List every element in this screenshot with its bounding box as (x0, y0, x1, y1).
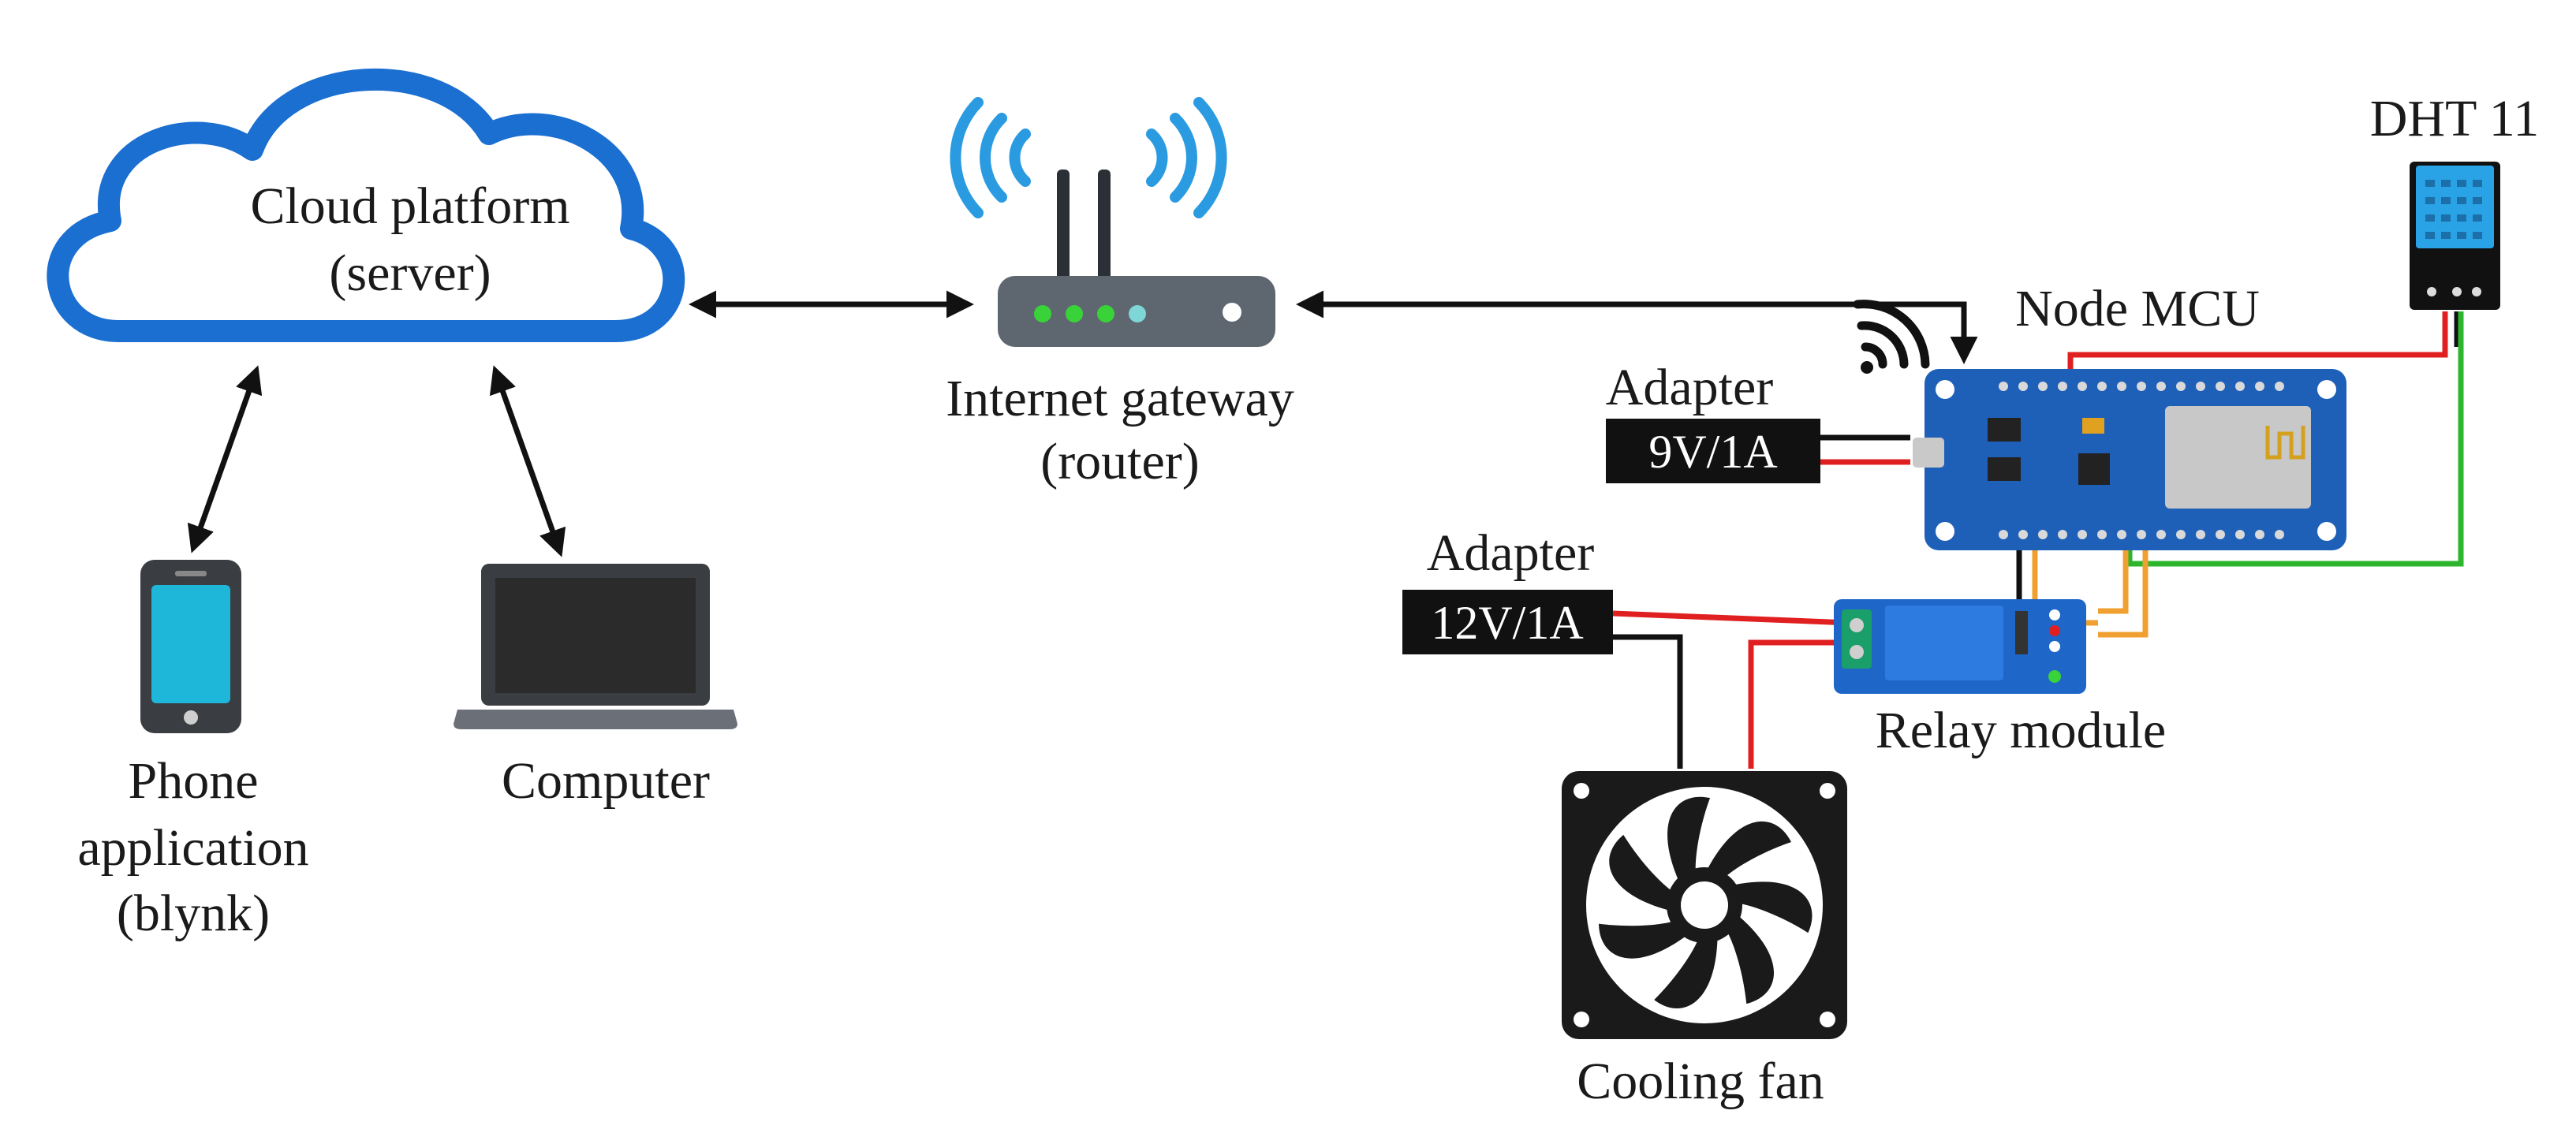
nodemcu-node: Node MCU (1913, 280, 2346, 550)
adapter12-badge (1402, 590, 1613, 654)
router-led (1129, 305, 1146, 322)
router-led (1097, 305, 1114, 322)
phone-screen (151, 585, 230, 703)
router-node: Internet gateway (router) (946, 97, 1294, 490)
cloud-phone-link (187, 365, 263, 553)
mcu-relay-signal-wire (2098, 544, 2149, 638)
relay-module-icon (1834, 599, 2086, 694)
cloud-label-line1: Cloud platform (250, 177, 569, 235)
adapter12-ground-wire (1613, 634, 1683, 769)
adapter12-positive-wire (1612, 610, 1850, 626)
relay-fan-positive-wire (1748, 639, 1850, 769)
adapter-12v-node: Adapter 12V/1A (1402, 524, 1613, 654)
phone-home-button (184, 710, 198, 725)
phone-speaker (175, 571, 207, 576)
dht11-label: DHT 11 (2370, 90, 2540, 147)
relay-label: Relay module (1876, 702, 2166, 759)
router-mcu-link (1296, 290, 1978, 364)
cloud-computer-link (489, 365, 566, 557)
wifi-waves-icon (950, 97, 1227, 218)
dht11-node: DHT 11 (2370, 90, 2540, 310)
adapter12-title: Adapter (1427, 524, 1595, 582)
nodemcu-board-icon (1913, 369, 2346, 550)
adapter-9v-node: Adapter 9V/1A (1606, 359, 1820, 483)
dht-vcc-wire (2067, 311, 2448, 382)
phone-label-line1: Phone (129, 752, 259, 810)
router-led (1034, 305, 1051, 322)
laptop-icon (454, 564, 737, 729)
router-power-led (1223, 303, 1241, 322)
adapter9-rating: 9V/1A (1648, 426, 1777, 478)
network-links (187, 290, 1978, 557)
adapter9-badge (1606, 419, 1820, 483)
router-antenna-left (1057, 170, 1070, 288)
computer-node: Computer (454, 564, 737, 810)
cloud-platform-node: Cloud platform (server) (47, 68, 685, 342)
cooling-fan-label: Cooling fan (1577, 1053, 1824, 1110)
mcu-relay-signal-wire (2098, 544, 2129, 614)
router-label-line2: (router) (1040, 433, 1200, 490)
cooling-fan-icon (1562, 771, 1847, 1039)
adapter12-rating: 12V/1A (1431, 597, 1583, 649)
cloud-icon (47, 68, 685, 342)
relay-node: Relay module (1834, 599, 2166, 759)
router-label-line1: Internet gateway (946, 370, 1294, 427)
phone-node: Phone application (blynk) (77, 560, 309, 942)
dht11-sensor-icon (2410, 162, 2500, 310)
phone-label-line2: application (77, 819, 308, 877)
phone-label-line3: (blynk) (117, 885, 270, 942)
computer-label: Computer (502, 752, 710, 810)
adapter9-title: Adapter (1606, 359, 1774, 416)
router-antenna-right (1098, 170, 1111, 288)
router-led (1066, 305, 1083, 322)
cloud-label-line2: (server) (329, 244, 491, 302)
cooling-fan-node: Cooling fan (1562, 771, 1847, 1110)
mcu-wifi-icon (1853, 300, 1930, 374)
nodemcu-label: Node MCU (2015, 280, 2260, 337)
